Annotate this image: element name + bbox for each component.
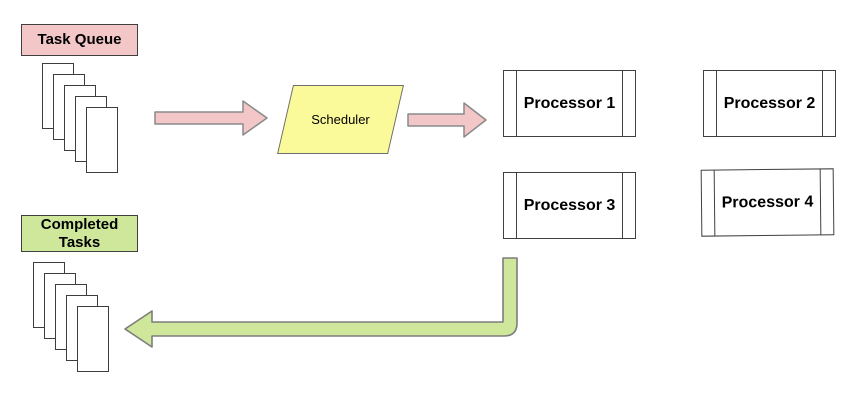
completed-card bbox=[77, 306, 109, 372]
processor-4-label: Processor 4 bbox=[721, 193, 814, 211]
completed-tasks-label-text: Completed Tasks bbox=[40, 215, 119, 251]
processor-1-box: Processor 1 bbox=[503, 70, 636, 137]
completed-tasks-label: Completed Tasks bbox=[21, 215, 138, 252]
processor-2-label: Processor 2 bbox=[723, 94, 816, 112]
processor-2-box: Processor 2 bbox=[703, 70, 836, 137]
processor-3-label: Processor 3 bbox=[523, 196, 616, 214]
processor-4-box: Processor 4 bbox=[700, 168, 835, 237]
scheduler-label: Scheduler bbox=[280, 85, 401, 154]
task-card bbox=[86, 107, 118, 173]
task-queue-label: Task Queue bbox=[21, 24, 138, 56]
arrow-queue-to-scheduler-icon bbox=[154, 100, 268, 136]
processor-3-box: Processor 3 bbox=[503, 172, 636, 239]
task-queue-label-text: Task Queue bbox=[37, 31, 122, 48]
processor-1-label: Processor 1 bbox=[523, 94, 616, 112]
scheduler-label-text: Scheduler bbox=[311, 112, 370, 127]
arrow-scheduler-to-processors-icon bbox=[407, 102, 487, 138]
arrow-processors-to-completed-icon bbox=[124, 257, 518, 348]
